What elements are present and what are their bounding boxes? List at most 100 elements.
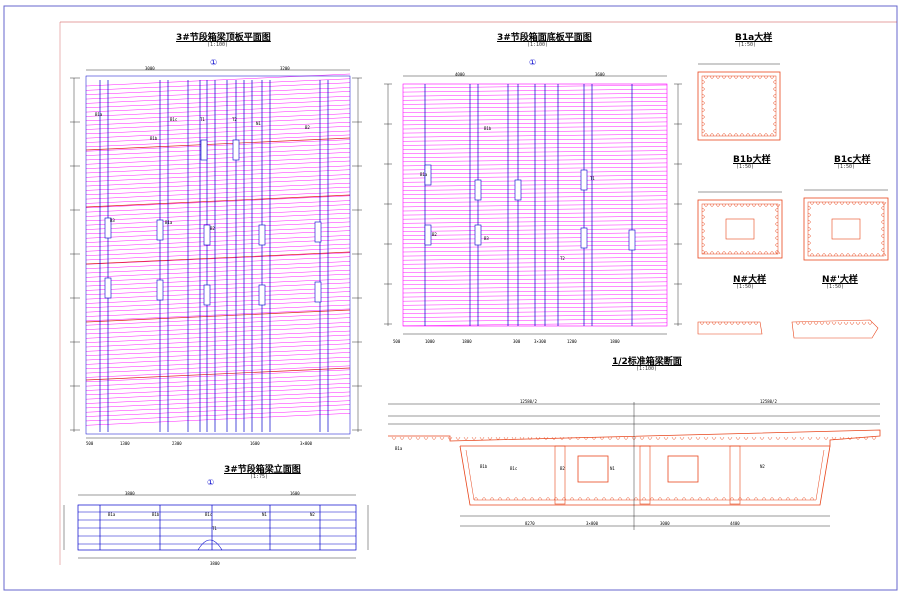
transverse-bar xyxy=(85,235,351,248)
transverse-bar xyxy=(85,117,351,130)
stirrup-hook xyxy=(607,436,613,440)
stirrup-hook xyxy=(739,203,745,207)
section-cut-line xyxy=(85,194,351,208)
stirrup-hook xyxy=(831,321,837,325)
stirrup-hook xyxy=(773,100,777,106)
stirrup-hook xyxy=(815,436,821,440)
stirrup-hook xyxy=(715,133,721,137)
n2-detail-scale: (1:50) xyxy=(826,284,845,290)
rebar-label: B1a xyxy=(395,446,403,451)
stirrup-hook xyxy=(701,214,705,220)
stirrup-hook xyxy=(807,436,813,440)
stirrup-hook xyxy=(463,436,469,440)
stirrup-hook xyxy=(701,86,705,92)
stirrup-hook xyxy=(577,497,583,501)
stirrup-hook xyxy=(727,75,733,79)
stirrup-hook xyxy=(763,75,769,79)
stirrup-hook xyxy=(775,207,779,213)
rebar-group-box xyxy=(580,169,588,191)
stirrup-hook xyxy=(745,75,751,79)
stirrup-hook xyxy=(769,203,775,207)
stirrup-hook xyxy=(633,497,639,501)
rebar-label: B1a xyxy=(165,220,173,225)
rebar-group-box xyxy=(203,224,211,246)
b1b-cage xyxy=(697,199,783,259)
stirrup-hook xyxy=(735,321,741,325)
stirrup-hook xyxy=(763,133,769,137)
transverse-bar xyxy=(85,326,351,339)
stirrup-hook xyxy=(869,253,875,257)
transverse-bar xyxy=(85,296,351,309)
rebar-group-box xyxy=(514,179,522,201)
stirrup-hook xyxy=(455,436,461,440)
stirrup-hook xyxy=(599,436,605,440)
transverse-bar xyxy=(85,217,351,230)
stirrup-hook xyxy=(739,75,745,79)
stirrup-hook xyxy=(845,201,851,205)
transverse-bar xyxy=(85,317,351,330)
stirrup-hook xyxy=(813,321,819,325)
stirrup-hook xyxy=(575,436,581,440)
stirrup-hook xyxy=(849,321,855,325)
transverse-bar xyxy=(85,99,351,113)
stirrup-hook xyxy=(741,321,747,325)
transverse-bar xyxy=(85,178,351,191)
stirrup-hook xyxy=(739,251,745,255)
rebar-label: B2 xyxy=(432,232,437,237)
stirrup-hook xyxy=(701,221,705,227)
transverse-bar xyxy=(85,265,351,278)
stirrup-hook xyxy=(773,114,777,120)
stirrup-hook xyxy=(747,321,753,325)
bottom-plan-dim-b3: 1800 xyxy=(462,339,472,344)
transverse-bar xyxy=(85,95,351,108)
cross-dim-b4: 3000 xyxy=(660,521,670,526)
cross-dim-1: 12580/2 xyxy=(520,399,537,404)
transverse-bar xyxy=(85,304,351,317)
stirrup-hook xyxy=(769,497,775,501)
stirrup-hook xyxy=(705,497,711,501)
elev-dim-b1: 3800 xyxy=(210,561,220,566)
transverse-bar xyxy=(85,273,351,287)
stirrup-hook xyxy=(639,436,645,440)
cross-dim-b2: 4400 xyxy=(730,521,740,526)
b1c-detail-title: B1c大样 xyxy=(834,155,871,165)
web-wall xyxy=(729,445,741,505)
bottom-plan-dim-1: 4000 xyxy=(455,72,465,77)
sheet-frame xyxy=(3,5,898,591)
stirrup-hook xyxy=(819,321,825,325)
stirrup-hook xyxy=(791,436,797,440)
bottom-plan-dim-b2: 1000 xyxy=(425,339,435,344)
stirrup-hook xyxy=(769,133,775,137)
stirrup-hook xyxy=(863,201,869,205)
stirrup-hook xyxy=(807,212,811,218)
rebar-group-box xyxy=(232,139,240,161)
transverse-bar xyxy=(85,160,351,174)
transverse-bar xyxy=(85,299,351,313)
stirrup-hook xyxy=(753,497,759,501)
transverse-bar xyxy=(85,365,351,378)
stirrup-hook xyxy=(717,321,723,325)
rebar-label: B2 xyxy=(210,226,215,231)
stirrup-hook xyxy=(773,93,777,99)
elev-dim-1: 3800 xyxy=(125,491,135,496)
stirrup-hook xyxy=(733,75,739,79)
transverse-bar xyxy=(85,369,351,383)
stirrup-hook xyxy=(775,203,781,207)
stirrup-hook xyxy=(521,497,527,501)
stirrup-hook xyxy=(881,247,885,253)
stirrup-hook xyxy=(773,107,777,113)
stirrup-hook xyxy=(851,201,857,205)
top-plan-dim-1: 3000 xyxy=(145,66,155,71)
stirrup-hook xyxy=(743,436,749,440)
transverse-bar xyxy=(85,330,351,343)
stirrup-hook xyxy=(807,205,811,211)
transverse-bar xyxy=(85,404,351,417)
stirrup-hook xyxy=(709,203,715,207)
top-plan-dim-b3: 2300 xyxy=(172,441,182,446)
stirrup-hook xyxy=(767,436,773,440)
transverse-bar xyxy=(85,378,351,391)
stirrup-hook xyxy=(721,75,727,79)
stirrup-hook xyxy=(757,133,763,137)
stirrup-hook xyxy=(833,201,839,205)
